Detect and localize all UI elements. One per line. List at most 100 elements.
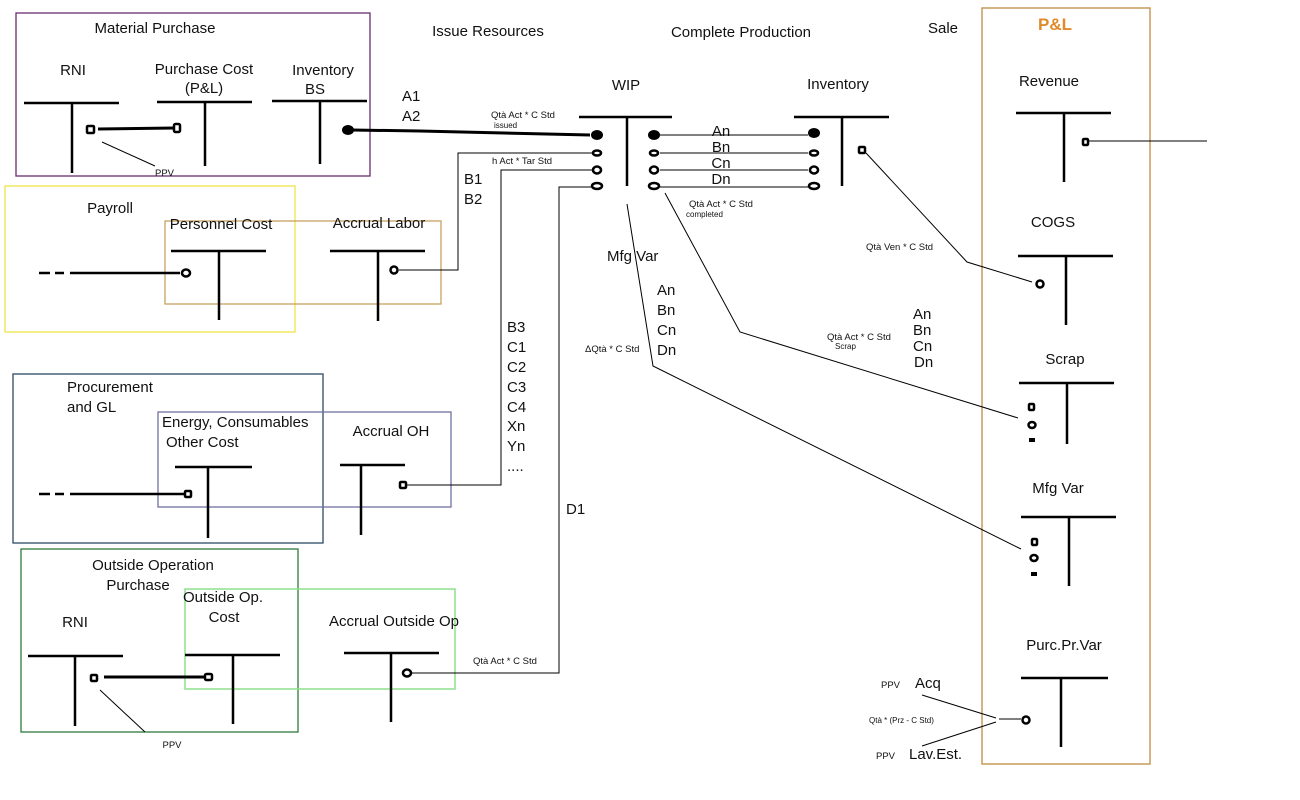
outside-op-inner-box (184, 588, 456, 690)
code-b3: B3 (507, 319, 525, 336)
scrap-connector-3 (1029, 438, 1035, 442)
inventory-bs-sublabel: BS (305, 81, 325, 98)
code-xn: Xn (507, 418, 525, 435)
purc-pr-var-connector (1021, 715, 1031, 725)
wip-overhead-connector (591, 165, 603, 175)
material-purchase-title: Material Purchase (95, 20, 216, 37)
t-account-cogs (1018, 254, 1113, 325)
completed-note: completed (686, 210, 723, 219)
wip-material-connector (591, 130, 603, 140)
flow-dn: Dn (711, 171, 730, 188)
mfg-var-connector-3 (1031, 572, 1037, 576)
outside-op-title: Outside Operation (92, 557, 214, 574)
scrap-bn: Bn (913, 322, 931, 339)
scrap-formula: Qtà Act * C Std (827, 332, 891, 343)
cogs-label: COGS (1031, 214, 1075, 231)
procurement-title: Procurement (67, 379, 154, 396)
wip-debit-connectors (590, 130, 604, 191)
payroll-box (4, 185, 296, 333)
flow-cn: Cn (711, 155, 730, 172)
cogs-flow (865, 152, 1033, 283)
code-yn: Yn (507, 438, 525, 455)
pl-column-box (981, 7, 1151, 765)
mfg-var-connector-1 (1030, 537, 1039, 547)
code-a1: A1 (402, 88, 420, 105)
flow-bn: Bn (712, 139, 730, 156)
rni-label: RNI (60, 62, 86, 79)
scrap-account-label: Scrap (1045, 351, 1084, 368)
wip-labor-connector (591, 149, 603, 157)
accrual-outside-op-connector (401, 668, 413, 678)
completed-formula: Qtà Act * C Std (689, 199, 753, 210)
scrap-cn: Cn (913, 338, 932, 355)
outside-formula: Qtà Act * C Std (473, 656, 537, 667)
code-d1: D1 (566, 501, 585, 518)
procurement-subtitle: and GL (67, 399, 116, 416)
outside-op-cost-label: Outside Op. (183, 589, 263, 606)
outside-op-box (20, 548, 299, 733)
material-issue-flow (351, 128, 591, 137)
purchase-cost-label: Purchase Cost (155, 61, 254, 78)
inventory-in-d-connector (807, 181, 821, 191)
rni-connector (85, 124, 96, 135)
scrap-connector-2 (1027, 420, 1037, 430)
ppv-lav-flow (921, 721, 997, 747)
code-a2: A2 (402, 108, 420, 125)
purc-pr-var-label: Purc.Pr.Var (1026, 637, 1102, 654)
mfg-var-an: An (657, 282, 675, 299)
wip-out-a-connector (648, 130, 660, 140)
accrual-oh-connector (398, 480, 408, 490)
header-issue-resources: Issue Resources (432, 23, 544, 40)
energy-label: Energy, Consumables (162, 414, 308, 431)
outside-ppv-pointer (99, 689, 146, 733)
header-pl: P&L (1038, 15, 1072, 34)
mfg-var-bn: Bn (657, 302, 675, 319)
purchase-cost-connector (172, 122, 182, 134)
mfg-var-cn: Cn (657, 322, 676, 339)
t-account-mfg-var (1021, 515, 1116, 586)
ppv-formula: Qtà * (Prz - C Std) (869, 716, 934, 725)
wip-out-b-connector (648, 149, 660, 157)
revenue-connector (1081, 137, 1090, 147)
energy-sublabel: Other Cost (166, 434, 239, 451)
issued-formula: Qtà Act * C Std (491, 110, 555, 121)
t-account-rni (24, 101, 119, 173)
ppv-acq-label: Acq (915, 675, 941, 692)
payroll-inner-box (164, 220, 442, 305)
completion-flows (660, 134, 808, 188)
code-more: .... (507, 458, 524, 475)
wip-credit-connectors (647, 130, 661, 191)
procurement-inner-box (157, 411, 452, 508)
t-account-outside-rni (28, 654, 123, 726)
ppv-label-outside: PPV (162, 740, 182, 751)
labor-flow (399, 152, 594, 271)
wip-out-d-connector (647, 181, 661, 191)
personnel-cost-connector (180, 268, 192, 278)
accrual-outside-op-label: Accrual Outside Op (329, 613, 459, 630)
ppv-pointer (101, 141, 156, 167)
accrual-labor-connector (389, 265, 399, 275)
inventory-in-b-connector (808, 149, 820, 157)
overhead-flow (407, 169, 594, 486)
wip-out-c-connector (648, 165, 660, 175)
header-complete-production: Complete Production (671, 24, 811, 41)
t-account-purchase-cost (157, 100, 252, 166)
wip-label: WIP (612, 77, 640, 94)
t-account-outside-op-cost (185, 653, 280, 724)
ppv-lav-prefix: PPV (876, 751, 896, 762)
outside-rni-connector (89, 673, 99, 683)
scrap-an: An (913, 306, 931, 323)
revenue-label: Revenue (1019, 73, 1079, 90)
t-account-inventory-bs (272, 99, 367, 164)
ppv-acq-prefix: PPV (881, 680, 901, 691)
code-b2: B2 (464, 191, 482, 208)
t-account-purc-pr-var (1021, 676, 1108, 747)
ppv-lav-label: Lav.Est. (909, 746, 962, 763)
outside-rni-label: RNI (62, 614, 88, 631)
inventory-label: Inventory (807, 76, 869, 93)
wip-outside-op-connector (590, 181, 604, 191)
scrap-note: Scrap (835, 342, 856, 351)
outside-op-flow (412, 186, 594, 674)
overhead-codes: B3 C1 C2 C3 C4 Xn Yn .... (507, 319, 526, 475)
